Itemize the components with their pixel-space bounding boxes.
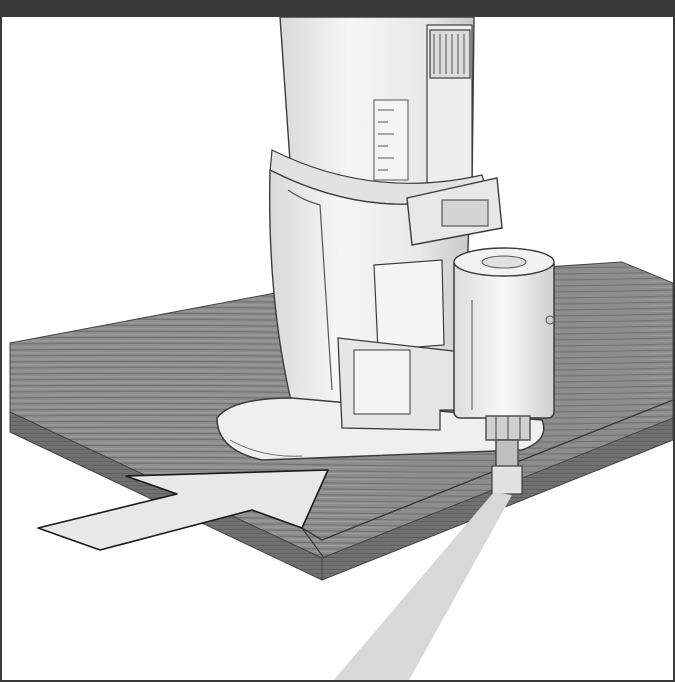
header-band bbox=[2, 0, 673, 17]
router-tool bbox=[216, 16, 555, 495]
feed-direction-arrow-icon bbox=[37, 469, 329, 551]
bit-callout-icon bbox=[333, 492, 512, 680]
depth-scale bbox=[373, 99, 409, 181]
router-bit-icon bbox=[491, 439, 523, 495]
depth-knob bbox=[429, 29, 471, 79]
header-bar bbox=[2, 0, 673, 17]
clamp-lever-icon bbox=[406, 177, 503, 246]
base-window bbox=[373, 259, 445, 351]
collet-nut-icon bbox=[485, 415, 531, 441]
routed-groove bbox=[301, 399, 673, 541]
guide-cylinder bbox=[453, 247, 555, 419]
